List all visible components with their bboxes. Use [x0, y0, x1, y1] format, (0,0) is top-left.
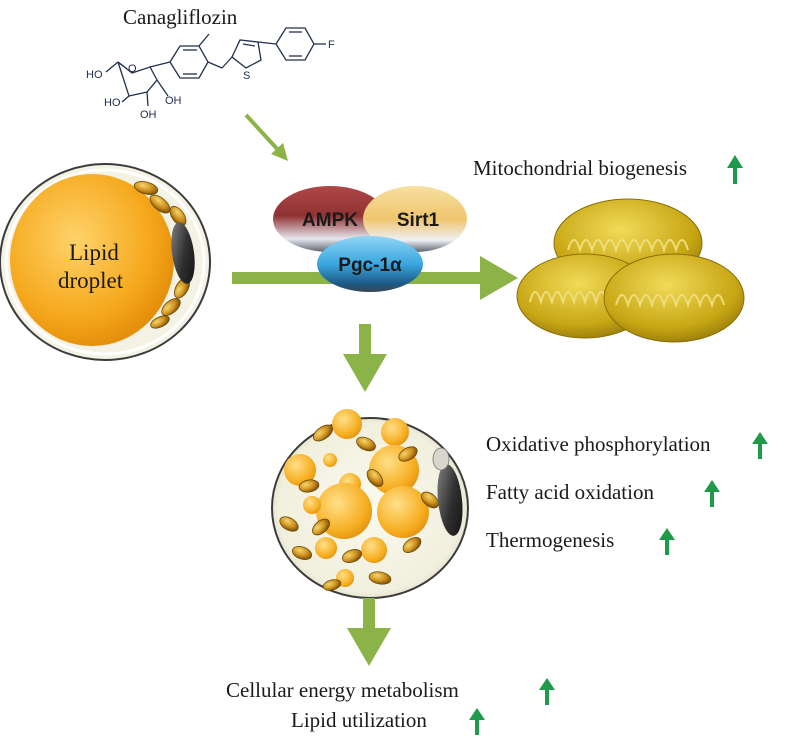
up-arrow-icon — [539, 678, 555, 705]
mito-biogenesis-label: Mitochondrial biogenesis — [473, 156, 687, 180]
atom-ho-left: HO — [104, 97, 121, 109]
lipid-utilization-label: Lipid utilization — [291, 708, 427, 732]
mitochondrion-right — [603, 253, 745, 343]
energy-metabolism-label: Cellular energy metabolism — [226, 678, 459, 702]
sirt1-node — [363, 186, 467, 252]
atom-oh-right: OH — [165, 95, 182, 107]
cell-nucleus — [171, 222, 195, 284]
fao-label: Fatty acid oxidation — [486, 480, 654, 504]
atom-fluorine: F — [328, 39, 335, 51]
down-arrow-1 — [343, 324, 387, 392]
lipid-label-line2: droplet — [58, 268, 124, 293]
protein-complex — [273, 186, 467, 292]
lipid-label-line1: Lipid — [69, 240, 119, 265]
atom-thiophene-s: S — [243, 70, 250, 82]
up-arrow-icon — [727, 155, 743, 184]
pgc-label: Pgc-1α — [338, 255, 402, 276]
up-arrow-icon — [704, 480, 720, 507]
oxphos-label: Oxidative phosphorylation — [486, 432, 711, 456]
canagliflozin-structure — [105, 27, 326, 107]
lipid-droplet — [10, 174, 174, 346]
atom-ring-o: O — [128, 63, 137, 75]
ampk-node — [273, 186, 387, 252]
up-arrow-icon — [752, 432, 768, 459]
mitochondria-cluster — [516, 198, 745, 343]
drug-to-complex-arrow — [244, 113, 288, 161]
up-arrow-icon — [659, 528, 675, 555]
down-arrow-2 — [347, 598, 391, 666]
active-cell-nucleus-cap — [432, 447, 450, 471]
ampk-label: AMPK — [302, 210, 358, 231]
thermo-label: Thermogenesis — [486, 528, 614, 552]
adipocyte-cell — [0, 163, 211, 361]
sirt1-label: Sirt1 — [397, 210, 440, 231]
drug-name: Canagliflozin — [123, 5, 238, 29]
active-cell — [271, 409, 469, 599]
atom-ho-top: HO — [86, 69, 103, 81]
up-arrow-icon — [469, 708, 485, 735]
active-cell-nucleus — [437, 464, 463, 536]
pgc-node — [317, 236, 423, 292]
atom-oh-bottom: OH — [140, 109, 157, 121]
active-cell-mitochondria — [279, 424, 439, 591]
cell-mitochondria — [133, 181, 190, 329]
